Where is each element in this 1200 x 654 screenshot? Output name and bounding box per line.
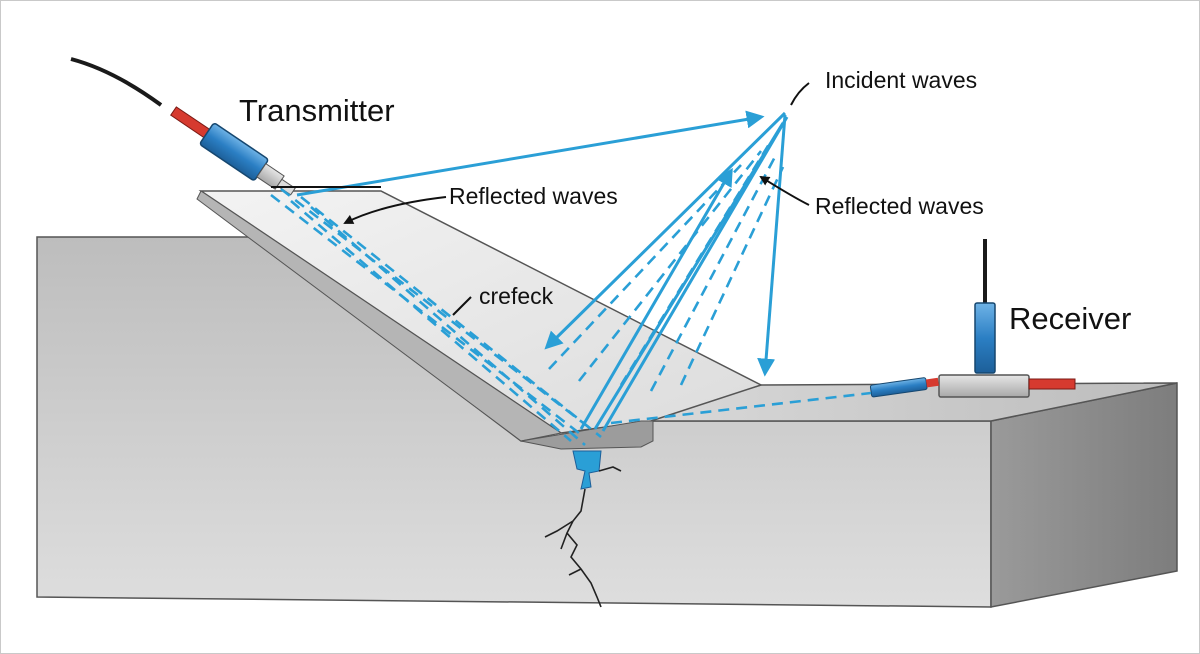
label-leaders xyxy=(271,82,810,316)
receiver-sensor xyxy=(869,377,939,398)
receiver-label: Receiver xyxy=(1009,301,1132,336)
reflected-waves-label-left: Reflected waves xyxy=(449,183,618,209)
transmitter-probe xyxy=(170,106,296,196)
transmitter-cable xyxy=(70,57,163,107)
receiver-mount xyxy=(938,374,1030,398)
crack-line xyxy=(544,466,622,608)
receiver-vertical-probe xyxy=(974,302,996,374)
crack-label: crefeck xyxy=(479,283,554,309)
receiver-red-tip xyxy=(1028,378,1076,390)
material-side-face xyxy=(990,382,1178,608)
crack-fill xyxy=(572,450,602,490)
incident-waves-label: Incident waves xyxy=(825,67,978,93)
transmitter-label: Transmitter xyxy=(239,93,395,128)
reflected-waves-label-right: Reflected waves xyxy=(815,193,984,219)
groove-ledge xyxy=(520,420,654,450)
incident-waves-solid xyxy=(296,110,789,432)
